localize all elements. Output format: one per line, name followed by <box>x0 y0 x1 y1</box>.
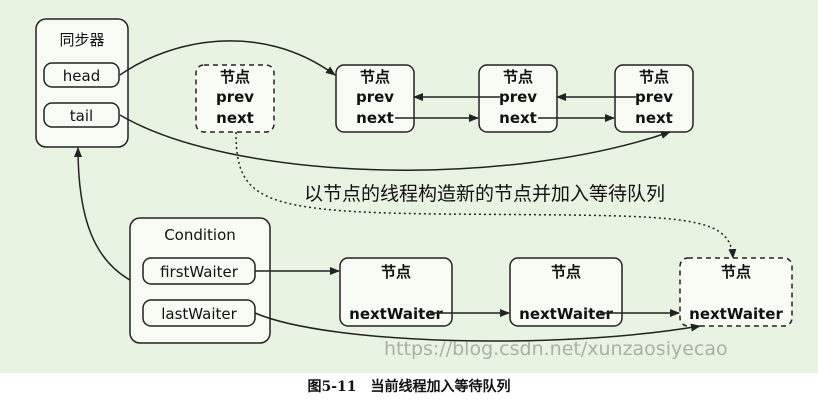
dotted-arrow <box>235 131 737 259</box>
first-waiter-label: firstWaiter <box>160 263 239 281</box>
head-field <box>43 62 120 88</box>
figure-caption: 图5-11 当前线程加入等待队列 <box>307 379 511 395</box>
last-waiter-arrow <box>254 312 701 342</box>
aqs-condition-diagram: 同步器 head tail 节点 prev next 节点 prev next … <box>35 18 793 344</box>
tail-arrow <box>119 114 671 171</box>
tail-field <box>43 102 120 128</box>
new-node-title: 节点 <box>220 68 250 86</box>
condition-to-sync-arrow <box>74 147 131 281</box>
waiter-node-2 <box>509 257 623 327</box>
sync-node-3-title: 节点 <box>639 68 669 86</box>
condition-title: Condition <box>164 226 236 244</box>
new-node <box>195 64 275 133</box>
sync-node-1-next: next <box>356 109 394 127</box>
sync-node-1-title: 节点 <box>360 68 390 86</box>
waiter-node-1-next-waiter: nextWaiter <box>349 305 443 323</box>
sync-node-3-prev: prev <box>635 88 673 106</box>
sync-node-2-next: next <box>499 109 537 127</box>
sync-node-3 <box>614 64 694 133</box>
new-node-prev: prev <box>216 88 254 106</box>
note-text: 以节点的线程构造新的节点并加入等待队列 <box>304 183 665 205</box>
waiter-node-2-next-waiter: nextWaiter <box>519 305 613 323</box>
head-label: head <box>63 67 100 85</box>
sync-node-1-prev: prev <box>356 88 394 106</box>
waiter-node-new-title: 节点 <box>721 263 751 281</box>
waiter-node-2-title: 节点 <box>551 263 581 281</box>
waiter-node-1 <box>339 257 453 327</box>
last-waiter-label: lastWaiter <box>161 305 237 323</box>
waiter-node-1-title: 节点 <box>381 263 411 281</box>
sync-node-2-title: 节点 <box>503 68 533 86</box>
synchronizer-title: 同步器 <box>59 31 104 49</box>
new-node-next: next <box>216 109 254 127</box>
waiter-node-new-next-waiter: nextWaiter <box>689 305 783 323</box>
waiter-node-new <box>679 257 793 327</box>
tail-label: tail <box>70 107 93 125</box>
head-arrow <box>119 40 336 76</box>
sync-node-3-next: next <box>635 109 673 127</box>
watermark: https://blog.csdn.net/xunzaosiyecao <box>384 338 728 360</box>
sync-node-2-prev: prev <box>499 88 537 106</box>
